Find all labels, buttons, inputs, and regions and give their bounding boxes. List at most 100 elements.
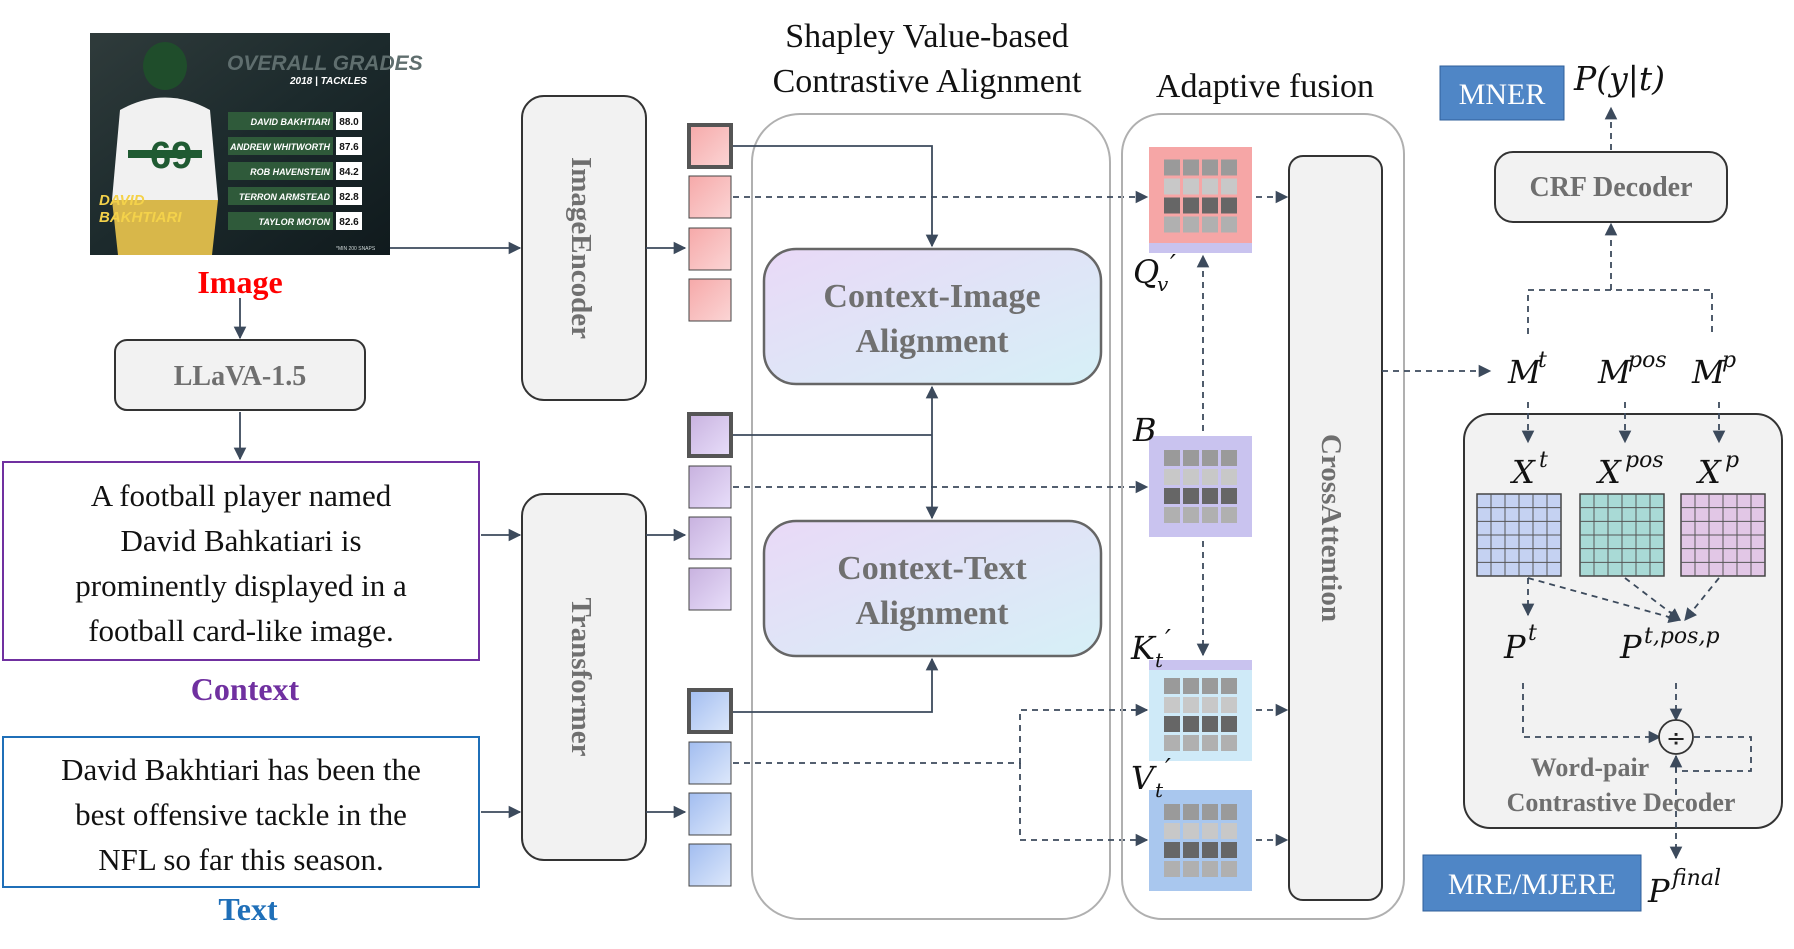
vt-matrix [1149,790,1252,891]
svg-text:pos: pos [1628,348,1667,373]
card-row: TAYLOR MOTON 82.6 [228,212,362,230]
transformer-label: Transformer [565,598,597,757]
matrix-cell [1183,197,1199,214]
card-row-name-bg [228,112,333,130]
card-subtitle: 2018 | TACKLES [289,76,367,87]
card-row: ROB HAVENSTEIN 84.2 [228,162,362,180]
matrix-cell [1221,804,1237,820]
left-arrows [233,241,522,819]
context-box [2,461,480,661]
svg-text:p: p [1722,348,1736,373]
crf-decoder-label: CRF Decoder [1529,172,1692,203]
svg-text:Q: Q [1133,253,1159,291]
mre-tag [1422,854,1642,912]
matrix-cell [1164,842,1180,858]
cross-attention-box [1288,155,1383,901]
input-image: 69 DAVID BAKHTIARI OVERALL GRADES 2018 |… [90,33,423,255]
shapley-container [751,113,1111,920]
mner-tag [1439,65,1565,121]
m-p-label: M p [1691,348,1736,391]
context-text-alignment-box [762,519,1103,658]
mre-label: MRE/MJERE [1448,868,1616,901]
paragraph-line: David Bakhtiari has been the [61,752,421,787]
card-row-grade-bg [336,187,362,205]
svg-text:t: t [1528,621,1537,646]
matrix-cell [1221,823,1237,839]
player-figure [112,42,218,255]
matrix-cell [1164,716,1180,732]
paragraph-line: NFL so far this season. [98,842,384,877]
svg-text:M: M [1691,353,1726,391]
matrix-cell [1164,861,1180,877]
card-footnote: *MIN 200 SNAPS [336,246,376,252]
matrix-cell [1183,450,1199,466]
matrix-cell [1221,678,1237,694]
matrix-cell [1183,716,1199,732]
card-title: OVERALL GRADES [227,52,423,75]
card-row-name-bg [228,187,333,205]
card-row-name: ROB HAVENSTEIN [250,167,330,177]
b-label: B [1132,411,1157,449]
svg-text:V: V [1131,759,1157,797]
m-t-label: M t [1507,348,1547,391]
ct-alignment-line2: Alignment [856,595,1010,632]
matrix-cell [1164,507,1180,523]
matrix-cell [1202,159,1218,176]
matrix-cell [1183,488,1199,504]
ci-alignment-line1: Context-Image [823,278,1040,315]
svg-text:P: P [1647,872,1670,910]
matrix-cell [1221,507,1237,523]
card-row-name: ANDREW WHITWORTH [229,142,330,152]
context-image-alignment-box [762,247,1103,386]
shapley-title-line2: Contrastive Alignment [773,63,1082,100]
matrix-cell [1202,197,1218,214]
matrix-cell [1202,861,1218,877]
card-row-name: TAYLOR MOTON [259,217,331,227]
card-row: DAVID BAKHTIARI 88.0 [228,112,362,130]
b-matrix [1149,436,1252,537]
matrix-cell [1221,159,1237,176]
svg-text:′: ′ [1170,250,1176,280]
x-t-label: X t [1509,448,1548,491]
svg-text:t: t [1155,648,1164,672]
card-row-grade-bg [336,162,362,180]
x-pos-label: X pos [1595,448,1664,491]
crf-arrows [1527,106,1713,334]
x-t-grid [1476,493,1562,577]
text-tokens [687,688,733,887]
image-tokens [687,123,733,322]
svg-text:pos: pos [1625,448,1664,473]
matrix-cell [1164,804,1180,820]
svg-text:P: P [1503,628,1526,666]
card-row-name: DAVID BAKHTIARI [251,117,331,127]
grid-to-p-arrows [1521,577,1752,860]
matrix-cell [1221,861,1237,877]
m-to-x-arrows [1521,402,1726,444]
kt-matrix [1149,660,1252,761]
matrix-cell [1221,697,1237,713]
text-label: Text [218,891,278,927]
matrix-cell [1164,178,1180,195]
card-row-grade: 84.2 [339,167,359,178]
mner-label: MNER [1459,78,1546,111]
context-tokens [687,412,733,611]
llava-label: LLaVA-1.5 [174,361,307,392]
card-row-grade: 82.6 [339,217,359,228]
llava-box [114,339,366,411]
matrix-cell [1221,735,1237,751]
card-row-grade-bg [336,212,362,230]
matrix-cell [1221,716,1237,732]
matrix-cell [1164,216,1180,233]
matrix-cell [1164,697,1180,713]
matrix-cell [1164,678,1180,694]
matrix-cell [1202,450,1218,466]
matrix-cell [1164,159,1180,176]
matrix-cell [1183,804,1199,820]
m-pos-label: M pos [1597,348,1667,391]
card-row-grade: 88.0 [339,117,359,128]
paragraph-line: football card-like image. [88,613,394,648]
